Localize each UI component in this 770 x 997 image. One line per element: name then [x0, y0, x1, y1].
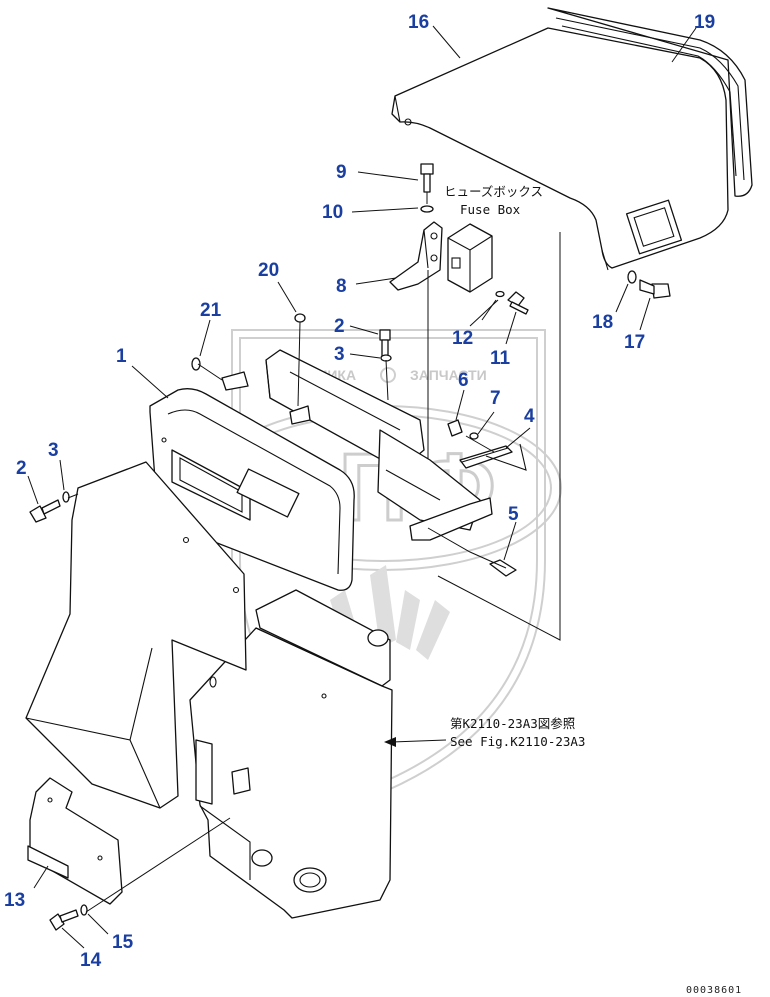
leader-lines [67, 299, 507, 913]
screw-11 [495, 290, 529, 315]
callout-21: 21 [200, 300, 222, 321]
callout-11: 11 [490, 348, 511, 369]
callout-9: 9 [336, 162, 347, 183]
callouts: 16 19 9 10 8 20 21 2 3 12 11 18 17 1 6 7… [4, 12, 715, 971]
reference-arrow [384, 737, 396, 747]
top-cover-assembly [391, 7, 753, 271]
callout-20: 20 [258, 260, 279, 281]
fuse-box-label-jp: ヒューズボックス [444, 184, 543, 199]
callout-1: 1 [116, 346, 127, 367]
callout-19: 19 [694, 12, 715, 33]
callout-3-lower: 3 [48, 440, 59, 461]
callout-6: 6 [458, 370, 469, 391]
document-number: 00038601 [686, 985, 742, 996]
callout-15: 15 [112, 932, 134, 953]
callout-17: 17 [624, 332, 645, 353]
reference-note-en: See Fig.K2110-23A3 [450, 734, 585, 749]
watermark-text-right: ЗАПЧАСТИ [410, 367, 487, 383]
callout-5: 5 [508, 504, 519, 525]
callout-2-upper: 2 [334, 316, 345, 337]
callout-12: 12 [452, 328, 473, 349]
bracket-8 [389, 221, 443, 291]
callout-4: 4 [524, 406, 535, 427]
console-body [149, 349, 527, 919]
callout-7: 7 [490, 388, 501, 409]
side-panel [25, 437, 247, 809]
callout-16: 16 [408, 12, 429, 33]
callout-14: 14 [80, 950, 102, 971]
callout-2-lower: 2 [16, 458, 27, 479]
callout-3-upper: 3 [334, 344, 345, 365]
callout-10: 10 [322, 202, 343, 223]
plate-13 [27, 777, 123, 905]
text-notes: ヒューズボックス Fuse Box 第K2110-23A3図参照 See Fig… [384, 184, 742, 996]
bolt-17 [627, 270, 671, 299]
callout-13: 13 [4, 890, 25, 911]
fuse-box [447, 223, 493, 293]
callout-18: 18 [592, 312, 613, 333]
fuse-box-label-en: Fuse Box [460, 202, 521, 217]
callout-8: 8 [336, 276, 347, 297]
bolt-9 [420, 163, 434, 213]
reference-note-jp: 第K2110-23A3図参照 [450, 716, 575, 731]
